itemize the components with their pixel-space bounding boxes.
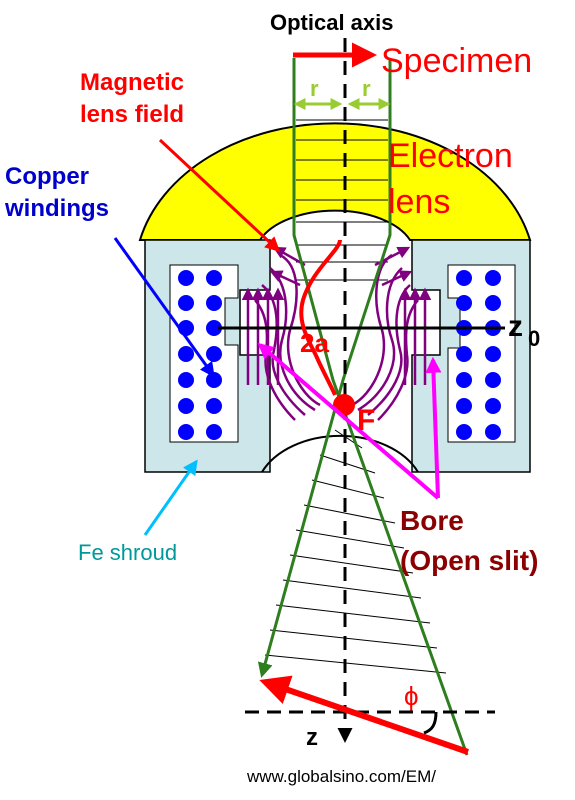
field-line xyxy=(377,299,419,421)
ray-hatch-line xyxy=(295,529,405,549)
ray-hatch-line xyxy=(264,654,447,674)
bore-arrow-right xyxy=(425,356,442,499)
field-profile-curve xyxy=(299,239,342,396)
copper-dot xyxy=(178,270,194,286)
ray-left xyxy=(292,58,469,756)
field-arrow xyxy=(269,270,301,287)
ray-hatch-line xyxy=(282,579,422,599)
optical-axis-label: Optical axis xyxy=(270,10,394,35)
ray-hatch-line xyxy=(289,554,414,574)
copper-dot xyxy=(456,270,472,286)
fe-shroud-label: Fe shroud xyxy=(78,540,177,565)
z0-subscript: 0 xyxy=(528,326,540,351)
bore-arrow-left xyxy=(257,342,440,500)
copper-dot xyxy=(485,398,501,414)
image-arrow xyxy=(259,675,469,755)
copper-dot xyxy=(456,398,472,414)
copper-dot xyxy=(206,372,222,388)
copper-dot xyxy=(178,346,194,362)
copper-dot xyxy=(485,346,501,362)
copper-windings xyxy=(178,270,501,440)
fe-shroud-arrow xyxy=(143,459,198,536)
copper-dot xyxy=(456,424,472,440)
bore-lower-arc xyxy=(261,434,419,473)
copper-dot xyxy=(456,295,472,311)
bore-label-line1: Bore xyxy=(400,505,464,536)
copper-dot xyxy=(206,295,222,311)
copper-windings-label-line1: Copper xyxy=(5,163,89,190)
copper-dot xyxy=(485,424,501,440)
copper-dot xyxy=(485,372,501,388)
field-line xyxy=(351,253,393,407)
copper-dot xyxy=(206,320,222,336)
field-arrows xyxy=(241,246,432,385)
copper-dot xyxy=(206,346,222,362)
copper-dot xyxy=(456,372,472,388)
copper-dot xyxy=(485,270,501,286)
ray-hatch-line xyxy=(275,604,431,624)
z0-label: z xyxy=(508,310,523,343)
z-axis-label: z xyxy=(306,724,318,751)
field-arrow xyxy=(381,270,413,287)
copper-dot xyxy=(206,424,222,440)
ray-hatch-line xyxy=(303,504,396,524)
field-line xyxy=(269,267,316,412)
r-label-left: r xyxy=(310,76,319,101)
magnetic-lens-field-arrow xyxy=(158,138,281,253)
copper-windings-label-line2: windings xyxy=(4,195,109,222)
electron-lens-label-line1: Electron xyxy=(388,137,513,175)
r-label-right: r xyxy=(362,76,371,101)
copper-dot xyxy=(485,295,501,311)
copper-dot xyxy=(178,398,194,414)
source-url: www.globalsino.com/EM/ xyxy=(246,767,436,786)
ray-hatch-line xyxy=(269,629,438,649)
copper-dot xyxy=(178,295,194,311)
copper-dot xyxy=(456,346,472,362)
ray-right xyxy=(257,58,392,678)
ray-hatch-line xyxy=(311,479,385,499)
copper-dot xyxy=(178,424,194,440)
field-line xyxy=(357,267,403,412)
field-line xyxy=(367,284,411,416)
electron-rays xyxy=(257,58,469,756)
magnetic-field-lines xyxy=(254,253,419,421)
copper-dot xyxy=(206,270,222,286)
two-a-label: 2a xyxy=(300,328,329,358)
focus-label: F xyxy=(357,404,375,437)
copper-windings-arrow xyxy=(113,237,215,378)
bore-label-line2: (Open slit) xyxy=(400,545,538,576)
electron-lens-label-line2: lens xyxy=(388,183,450,221)
field-line xyxy=(279,253,321,407)
phi-label: ϕ xyxy=(404,681,419,711)
copper-dot xyxy=(206,398,222,414)
phi-angle-arc xyxy=(423,711,438,735)
specimen-label: Specimen xyxy=(381,42,532,80)
magnetic-lens-field-label-line2: lens field xyxy=(80,101,184,128)
copper-dot xyxy=(178,372,194,388)
magnetic-lens-field-label-line1: Magnetic xyxy=(80,69,184,96)
